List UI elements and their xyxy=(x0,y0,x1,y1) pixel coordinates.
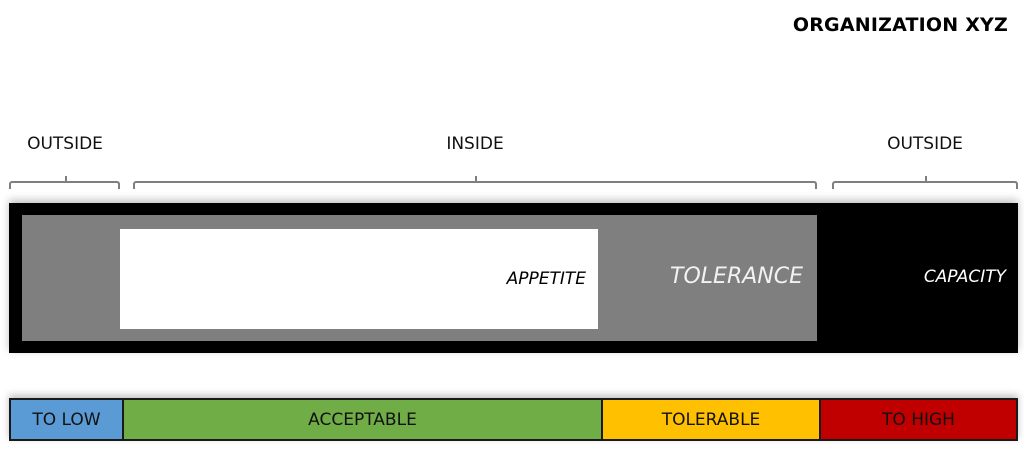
appetite-label: APPETITE xyxy=(506,269,586,289)
zone-label-outside-left: OUTSIDE xyxy=(27,134,103,154)
zone-label-outside-right: OUTSIDE xyxy=(887,134,963,154)
appetite-box: APPETITE xyxy=(120,229,598,329)
scale-segment-to-high: TO HIGH xyxy=(819,400,1016,439)
bracket-outside-left xyxy=(9,176,120,189)
bracket-tick xyxy=(475,176,477,182)
scale-segment-acceptable: ACCEPTABLE xyxy=(122,400,601,439)
bracket-inside xyxy=(133,176,817,189)
capacity-label: CAPACITY xyxy=(923,267,1006,287)
organization-title: ORGANIZATION XYZ xyxy=(792,14,1008,36)
tolerance-box: APPETITE TOLERANCE xyxy=(22,215,817,341)
scale-segment-tolerable: TOLERABLE xyxy=(601,400,819,439)
bracket-tick xyxy=(925,176,927,182)
scale-segment-to-low: TO LOW xyxy=(11,400,122,439)
capacity-box: APPETITE TOLERANCE CAPACITY xyxy=(9,203,1018,353)
zone-label-inside: INSIDE xyxy=(446,134,504,154)
bracket-outside-right xyxy=(832,176,1018,189)
risk-scale-bar: TO LOW ACCEPTABLE TOLERABLE TO HIGH xyxy=(9,398,1018,441)
tolerance-label: TOLERANCE xyxy=(670,264,803,289)
bracket-tick xyxy=(65,176,67,182)
